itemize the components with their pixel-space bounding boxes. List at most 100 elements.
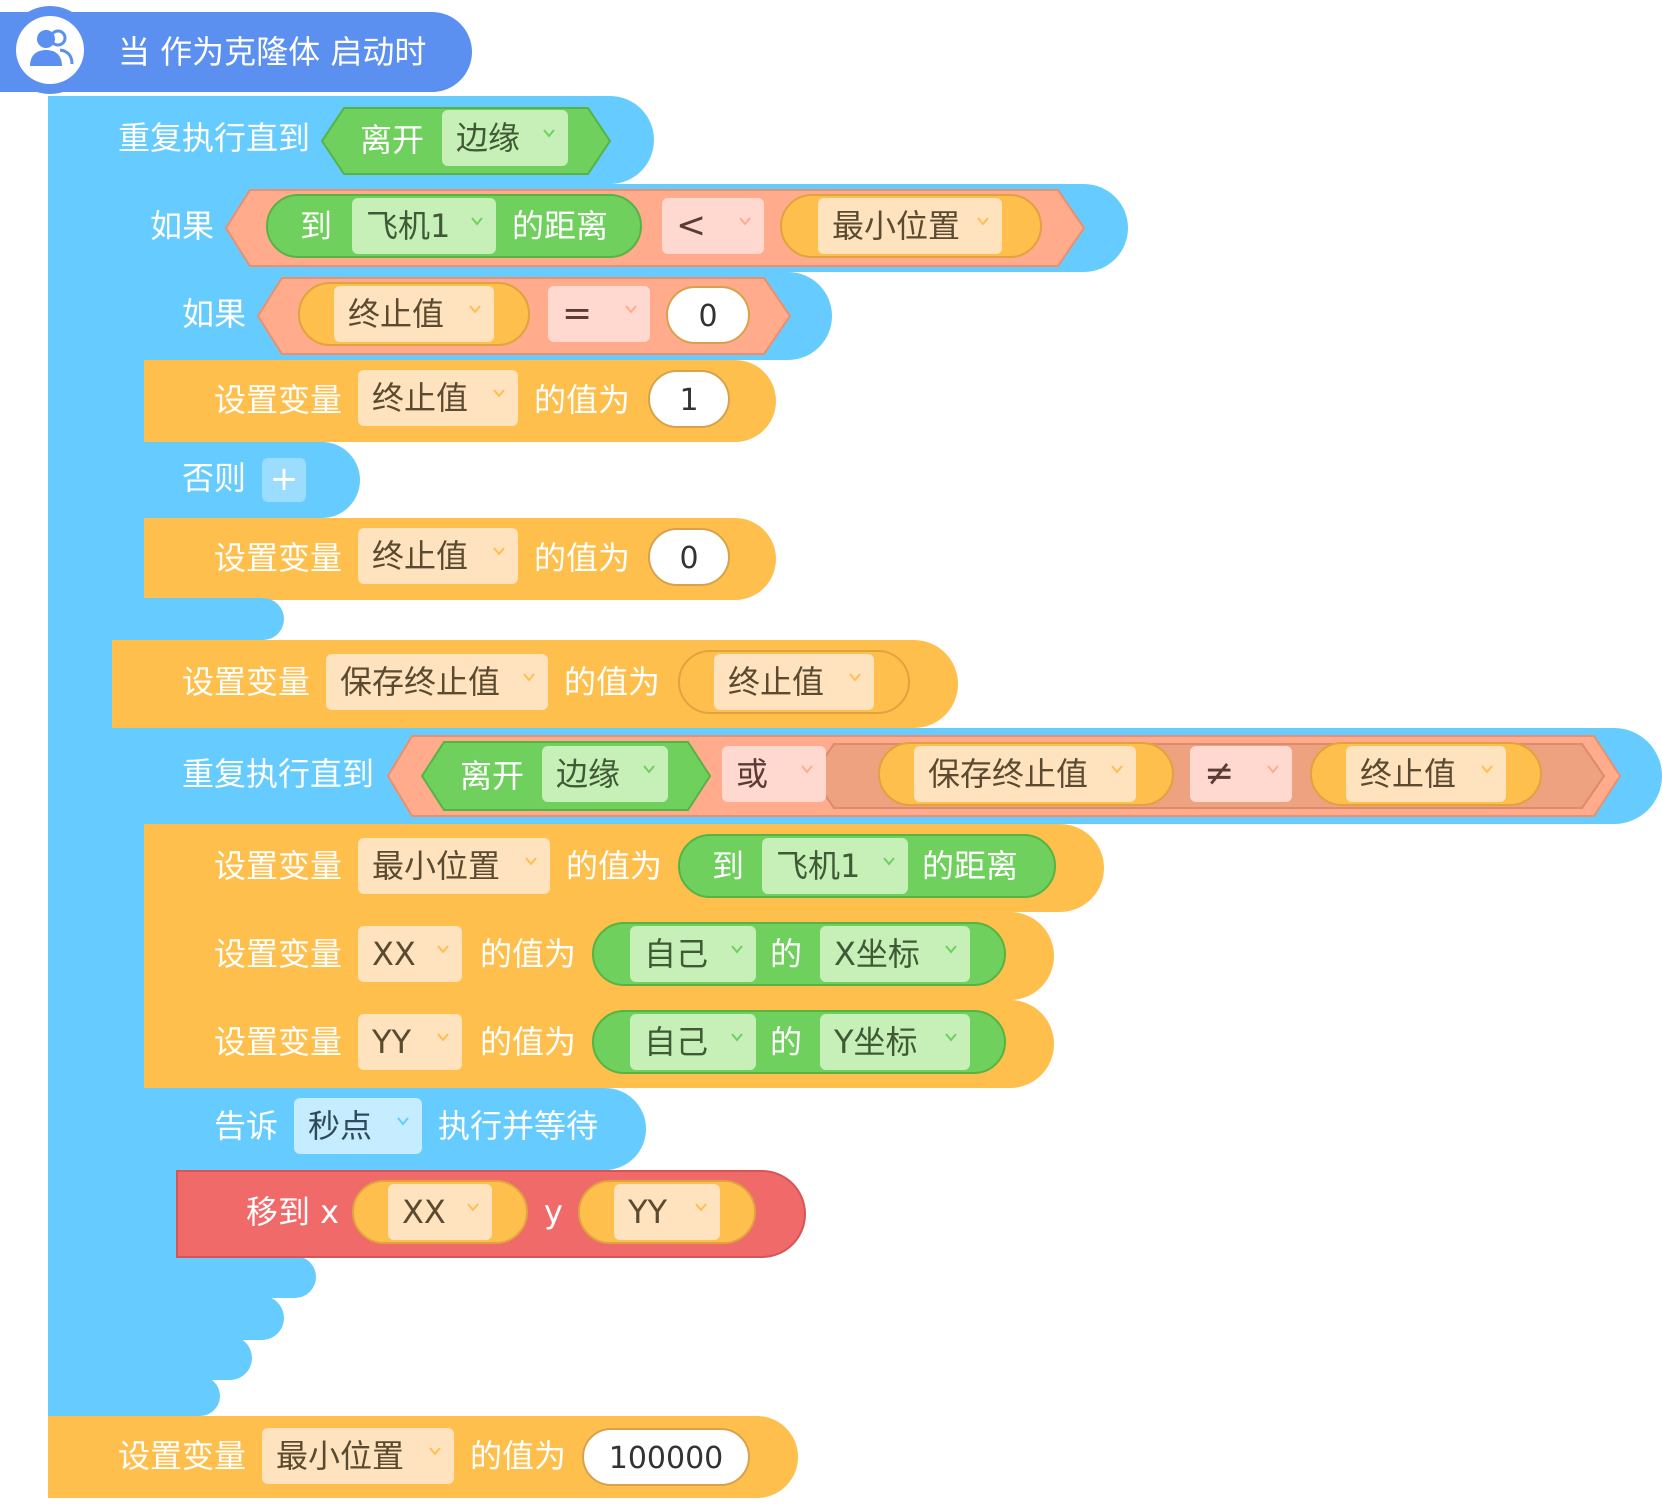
move-x-dropdown[interactable]: XX [388, 1184, 492, 1240]
set6-to-label: 的值为 [480, 1023, 577, 1061]
touch-label: 离开 [360, 121, 425, 159]
distance-label-2: 的距离 [922, 847, 1019, 885]
chevron-down-icon [471, 217, 483, 226]
chevron-down-icon [437, 945, 449, 954]
hat-label: 当 作为克隆体 启动时 [118, 33, 427, 71]
move-label: 移到 x [246, 1193, 340, 1231]
set5-to-label: 的值为 [480, 935, 577, 973]
set7-to-label: 的值为 [470, 1437, 567, 1475]
set1-to-label: 的值为 [534, 381, 631, 419]
reporter-to-label-2: 到 [712, 847, 745, 885]
stop-value-dropdown-1[interactable]: 终止值 [334, 286, 494, 342]
chevron-down-icon [1267, 765, 1279, 774]
if1-bottom [80, 1336, 252, 1380]
tell-left-arm [144, 1166, 178, 1262]
target-dropdown-1[interactable]: 飞机1 [352, 198, 496, 254]
repeat1-left-arm [48, 180, 82, 1380]
y-coordinate-dropdown[interactable]: Y坐标 [820, 1014, 970, 1070]
add-branch-button[interactable]: + [262, 458, 306, 502]
set6-label: 设置变量 [214, 1023, 343, 1061]
set3-label: 设置变量 [182, 663, 311, 701]
set4-to-label: 的值为 [566, 847, 663, 885]
not-equal-dropdown[interactable]: ≠ [1190, 746, 1292, 802]
number-input-0b[interactable]: 0 [648, 528, 730, 586]
move-y-dropdown[interactable]: YY [614, 1184, 720, 1240]
chevron-down-icon [493, 389, 505, 398]
chevron-down-icon [945, 945, 957, 954]
self-dropdown-1[interactable]: 自己 [630, 926, 756, 982]
min-position-dropdown-1[interactable]: 最小位置 [818, 198, 1002, 254]
stop-value-dropdown-2[interactable]: 终止值 [714, 654, 874, 710]
repeat1-label: 重复执行直到 [118, 119, 311, 157]
clone-users-icon [30, 29, 74, 66]
set3-to-label: 的值为 [564, 663, 661, 701]
xx-dropdown[interactable]: XX [358, 926, 462, 982]
chevron-down-icon [945, 1033, 957, 1042]
set3-var-dropdown[interactable]: 保存终止值 [326, 654, 548, 710]
chevron-down-icon [1111, 765, 1123, 774]
tell-bottom [144, 1256, 316, 1298]
set2-to-label: 的值为 [534, 539, 631, 577]
self-dropdown-2[interactable]: 自己 [630, 1014, 756, 1070]
if1-label: 如果 [150, 207, 215, 245]
else-label: 否则 [182, 459, 247, 497]
chevron-down-icon [525, 857, 537, 866]
chevron-down-icon [493, 547, 505, 556]
set2-label: 设置变量 [214, 539, 343, 577]
tell-label: 告诉 [214, 1107, 279, 1145]
tell-target-dropdown[interactable]: 秒点 [294, 1098, 422, 1154]
set2-var-dropdown[interactable]: 终止值 [358, 528, 518, 584]
number-input-100000[interactable]: 100000 [582, 1428, 750, 1486]
repeat2-left-arm [112, 820, 146, 1300]
operator-dropdown-1[interactable]: < [662, 198, 764, 254]
chevron-down-icon [739, 217, 751, 226]
edge-dropdown[interactable]: 边缘 [442, 110, 568, 166]
chevron-down-icon [731, 1033, 743, 1042]
chevron-down-icon [1481, 765, 1493, 774]
set5-label: 设置变量 [214, 935, 343, 973]
stop-value-dropdown-3[interactable]: 终止值 [1346, 746, 1506, 802]
move-y-label: y [544, 1193, 563, 1231]
chevron-down-icon [429, 1447, 441, 1456]
or-dropdown[interactable]: 或 [722, 746, 826, 802]
repeat2-bottom [112, 1296, 284, 1340]
set7-var-dropdown[interactable]: 最小位置 [262, 1428, 454, 1484]
of-label-1: 的 [770, 935, 803, 973]
if2-label: 如果 [182, 295, 247, 333]
chevron-down-icon [469, 305, 481, 314]
chevron-down-icon [801, 765, 813, 774]
set1-label: 设置变量 [214, 381, 343, 419]
reporter-to-label: 到 [300, 207, 333, 245]
chevron-down-icon [731, 945, 743, 954]
edge-dropdown-2[interactable]: 边缘 [542, 746, 668, 802]
number-input-1[interactable]: 1 [648, 370, 730, 428]
if1-left-arm [80, 270, 114, 1342]
saved-stop-value-dropdown[interactable]: 保存终止值 [914, 746, 1136, 802]
chevron-down-icon [625, 305, 637, 314]
chevron-down-icon [695, 1203, 707, 1212]
touch-label-2: 离开 [460, 757, 525, 795]
operator-dropdown-2[interactable]: = [548, 286, 650, 342]
number-input-0a[interactable]: 0 [666, 286, 750, 344]
distance-label: 的距离 [512, 207, 609, 245]
chevron-down-icon [643, 765, 655, 774]
chevron-down-icon [543, 129, 555, 138]
set7-label: 设置变量 [118, 1437, 247, 1475]
chevron-down-icon [883, 857, 895, 866]
chevron-down-icon [437, 1033, 449, 1042]
repeat1-bottom [48, 1376, 220, 1416]
hat-icon-inner [16, 16, 84, 84]
if2-bottom [112, 598, 284, 640]
set1-var-dropdown[interactable]: 终止值 [358, 370, 518, 426]
x-coordinate-dropdown[interactable]: X坐标 [820, 926, 970, 982]
chevron-down-icon [467, 1203, 479, 1212]
chevron-down-icon [977, 217, 989, 226]
target-dropdown-2[interactable]: 飞机1 [762, 838, 908, 894]
yy-dropdown[interactable]: YY [358, 1014, 462, 1070]
of-label-2: 的 [770, 1023, 803, 1061]
set4-label: 设置变量 [214, 847, 343, 885]
set4-var-dropdown[interactable]: 最小位置 [358, 838, 550, 894]
else-section [112, 442, 360, 518]
chevron-down-icon [849, 673, 861, 682]
chevron-down-icon [523, 673, 535, 682]
